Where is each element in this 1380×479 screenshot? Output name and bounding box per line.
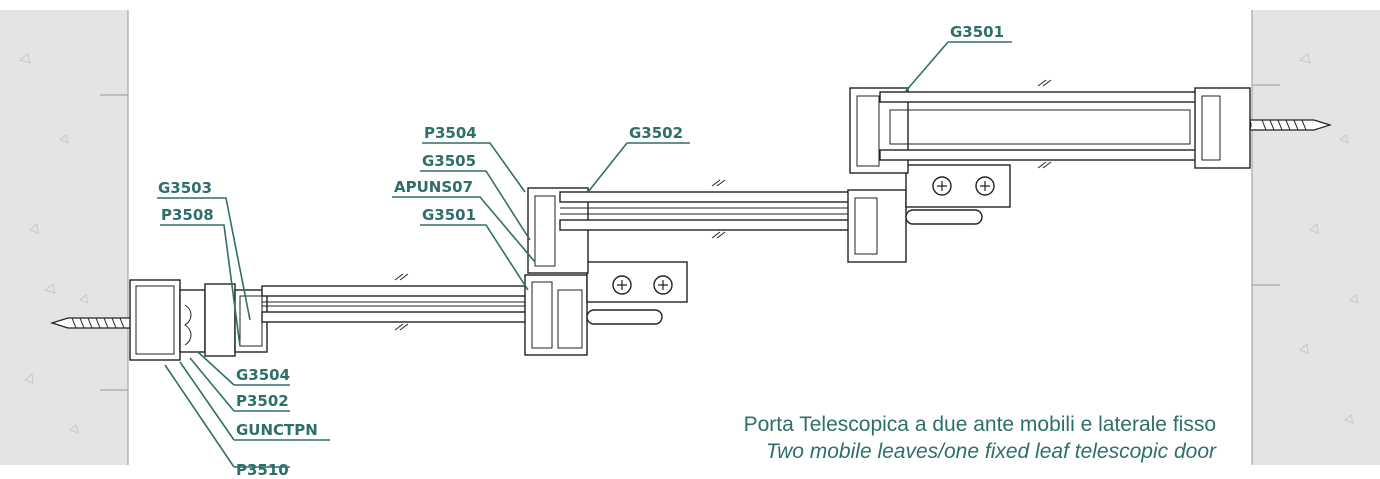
mobile-leaf-lower — [261, 261, 688, 356]
left-wall — [0, 10, 129, 465]
label-p3504: P3504 — [424, 124, 477, 142]
label-p3508: P3508 — [161, 206, 214, 224]
label-p3510: P3510 — [236, 461, 289, 479]
caption-italian: Porta Telescopica a due ante mobili e la… — [744, 413, 1216, 436]
right-wall — [1251, 10, 1380, 465]
fixed-leaf-frame — [129, 279, 268, 361]
mobile-leaf-middle — [527, 164, 1011, 274]
label-g3502: G3502 — [629, 124, 683, 142]
caption-english: Two mobile leaves/one fixed leaf telesco… — [766, 440, 1217, 463]
label-g3504: G3504 — [236, 366, 290, 384]
label-g3501-top: G3501 — [950, 23, 1004, 41]
upper-frame-right — [849, 79, 1251, 174]
right-wall-screw — [1236, 117, 1333, 133]
left-wall-screw — [49, 317, 133, 329]
label-apuns07: APUNS07 — [394, 178, 473, 196]
label-g3501-mid: G3501 — [422, 206, 476, 224]
label-p3502: P3502 — [236, 392, 289, 410]
label-g3505: G3505 — [422, 152, 476, 170]
label-gunctpn: GUNCTPN — [236, 421, 318, 439]
leader-lines — [157, 41, 1012, 468]
label-g3503: G3503 — [158, 179, 212, 197]
